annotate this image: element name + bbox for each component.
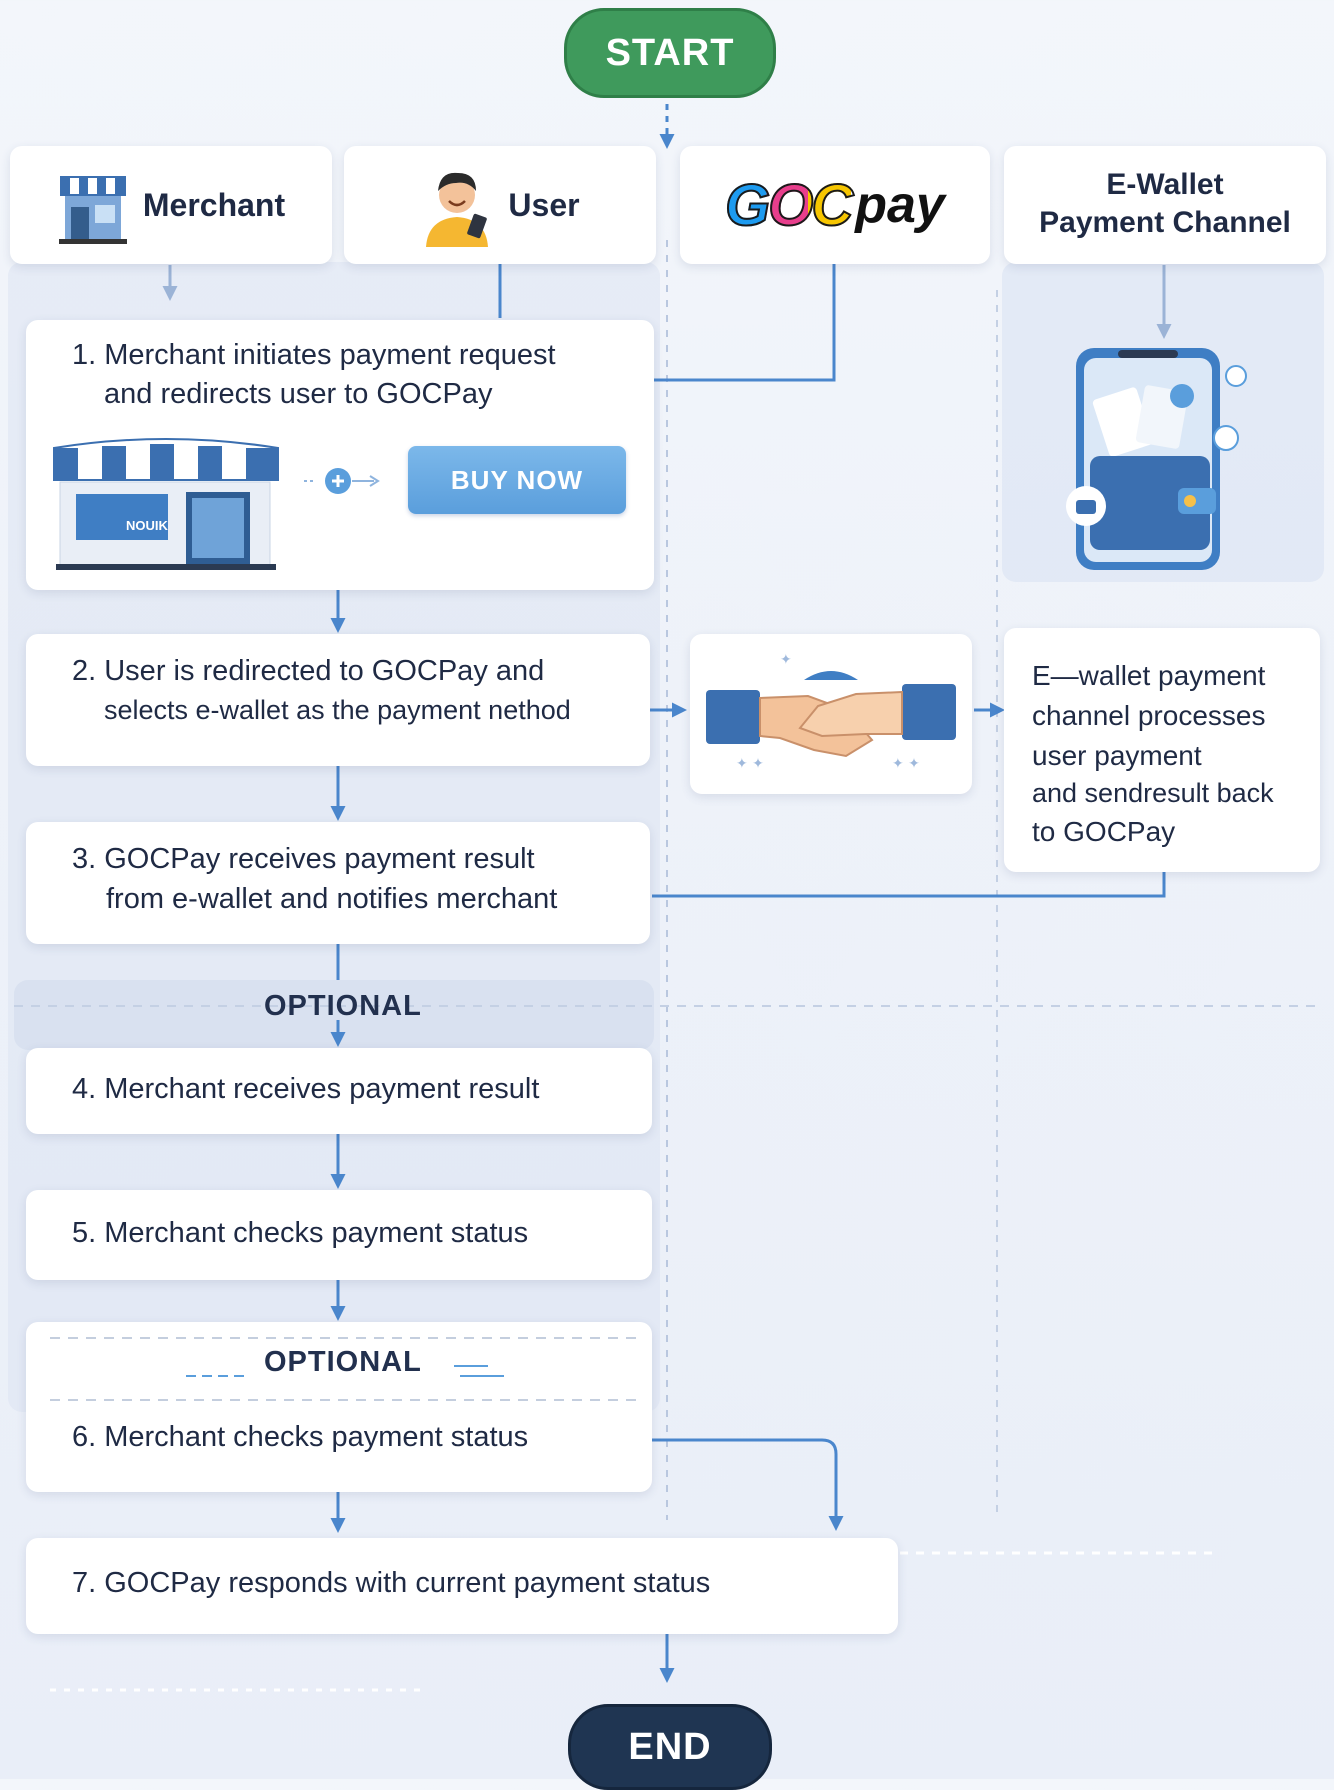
step-7-text: 7. GOCPay responds with current payment … bbox=[72, 1567, 711, 1599]
ewallet-process-card: E—wallet payment channel processes user … bbox=[1004, 628, 1320, 872]
shop-sign-text: NOUIK bbox=[126, 518, 168, 533]
ewallet-process-line4: and sendresult back bbox=[1032, 778, 1274, 808]
lane-header-merchant: Merchant bbox=[10, 146, 332, 264]
end-node: END bbox=[568, 1704, 772, 1790]
step-6-card: OPTIONAL 6. Merchant checks payment stat… bbox=[26, 1322, 652, 1492]
wallet-phone-icon bbox=[1066, 348, 1247, 570]
step-4-text: 4. Merchant receives payment result bbox=[72, 1073, 540, 1105]
optional-label-1: OPTIONAL bbox=[264, 990, 422, 1022]
shop-illustration bbox=[53, 438, 279, 570]
step-3-line1: 3. GOCPay receives payment result bbox=[72, 843, 535, 875]
optional-dashes bbox=[50, 1337, 636, 1401]
svg-text:✦ ✦: ✦ ✦ bbox=[736, 756, 764, 772]
buy-now-button[interactable]: BUY NOW bbox=[408, 446, 626, 514]
plus-arrow-icon bbox=[304, 468, 380, 494]
step-1-line2: and redirects user to GOCPay bbox=[104, 378, 493, 410]
svg-text:✦ ✦: ✦ ✦ bbox=[892, 756, 920, 772]
step-5-text: 5. Merchant checks payment status bbox=[72, 1217, 529, 1249]
step-3-card: 3. GOCPay receives payment result from e… bbox=[26, 822, 650, 944]
merchant-lane-label: Merchant bbox=[142, 186, 286, 223]
gocpay-logo-pay: pay bbox=[855, 176, 945, 234]
step-3-line2: from e-wallet and notifies merchant bbox=[106, 883, 558, 915]
step-1-line1: 1. Merchant initiates payment request bbox=[72, 339, 556, 371]
step-2-card: 2. User is redirected to GOCPay and sele… bbox=[26, 634, 650, 766]
ewallet-process-line2: channel processes bbox=[1032, 700, 1266, 731]
user-avatar-icon bbox=[426, 172, 489, 247]
step-7-card: 7. GOCPay responds with current payment … bbox=[26, 1538, 898, 1634]
handshake-card: ✦ ✦ ✦ ✦ ✦ bbox=[690, 634, 972, 794]
store-icon bbox=[58, 176, 127, 244]
optional-label-2: OPTIONAL bbox=[264, 1346, 422, 1378]
gocpay-logo: GOC bbox=[724, 172, 854, 239]
svg-text:✦: ✦ bbox=[780, 652, 792, 668]
step-6-text: 6. Merchant checks payment status bbox=[72, 1421, 529, 1453]
handshake-icon: ✦ ✦ ✦ ✦ ✦ bbox=[706, 652, 956, 772]
ewallet-lane-label-line1: E-Wallet bbox=[1106, 168, 1224, 201]
ewallet-process-line5: to GOCPay bbox=[1032, 816, 1176, 847]
step-1-card: 1. Merchant initiates payment request an… bbox=[26, 320, 654, 590]
lane-header-ewallet: E-Wallet Payment Channel bbox=[1004, 146, 1326, 264]
lane-header-user: User bbox=[344, 146, 656, 264]
step-5-card: 5. Merchant checks payment status bbox=[26, 1190, 652, 1280]
start-node: START bbox=[564, 8, 776, 98]
ewallet-lane-label-line2: Payment Channel bbox=[1039, 206, 1291, 239]
ewallet-process-line3: user payment bbox=[1032, 740, 1202, 771]
step-4-card: 4. Merchant receives payment result bbox=[26, 1048, 652, 1134]
step-2-line2: selects e-wallet as the payment nethod bbox=[104, 695, 571, 725]
ewallet-process-line1: E—wallet payment bbox=[1032, 660, 1266, 691]
lane-header-gocpay: GOC pay bbox=[680, 146, 990, 264]
step-2-line1: 2. User is redirected to GOCPay and bbox=[72, 655, 545, 687]
user-lane-label: User bbox=[508, 186, 580, 223]
